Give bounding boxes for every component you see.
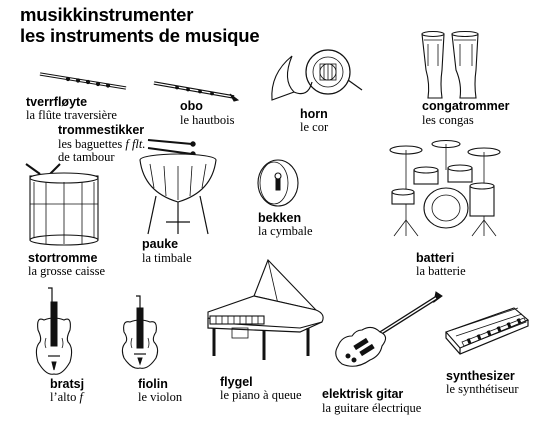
electric-guitar-label-fr: la guitare électrique <box>322 401 422 415</box>
congas-label-fr: les congas <box>422 113 474 127</box>
electric-guitar-illustration <box>335 291 443 367</box>
synthesizer-illustration <box>445 307 530 355</box>
viola-label-no: bratsj <box>50 377 85 391</box>
horn-illustration <box>271 49 363 101</box>
drum-kit-label-fr: la batterie <box>416 264 466 278</box>
violin-illustration <box>121 295 159 369</box>
timpani-label-no: pauke <box>142 237 179 251</box>
bass-drum-label-fr: la grosse caisse <box>28 264 106 278</box>
flute-label-no: tverrfløyte <box>26 95 88 109</box>
cymbal-illustration <box>257 159 299 207</box>
synthesizer-label-no: synthesizer <box>446 369 515 383</box>
bass-drum-label-no: stortromme <box>28 251 98 265</box>
conga-drums-illustration <box>421 30 479 99</box>
flute-label-fr: la flûte traversière <box>26 108 117 122</box>
timpani-label-fr: la timbale <box>142 251 192 265</box>
grand-piano-label-no: flygel <box>220 375 253 389</box>
drumsticks-label-fr-line1: les baguettes f flt. <box>58 137 146 151</box>
drumsticks-label-fr-line2: de tambour <box>58 150 115 164</box>
synthesizer-label-fr: le synthétiseur <box>446 382 519 396</box>
bass-drum-illustration <box>25 163 99 246</box>
grand-piano-illustration <box>207 258 324 360</box>
viola-illustration <box>35 287 73 375</box>
oboe-label-fr: le hautbois <box>180 113 235 127</box>
page-title-french: les instruments de musique <box>20 25 260 46</box>
drum-kit-label-no: batteri <box>416 251 455 265</box>
congas-label-no: congatrommer <box>422 99 510 113</box>
drumsticks-label-no: trommestikker <box>58 123 145 137</box>
cymbal-label-no: bekken <box>258 211 302 225</box>
timpani-illustration <box>139 153 217 235</box>
horn-label-no: horn <box>300 107 328 121</box>
horn-label-fr: le cor <box>300 120 329 134</box>
electric-guitar-label-no: elektrisk gitar <box>322 387 404 401</box>
cymbal-label-fr: la cymbale <box>258 224 313 238</box>
flute-illustration <box>39 72 127 90</box>
violin-label-no: fiolin <box>138 377 168 391</box>
violin-label-fr: le violon <box>138 390 183 404</box>
grand-piano-label-fr: le piano à queue <box>220 388 302 402</box>
viola-label-fr: l’alto f <box>50 390 83 404</box>
oboe-illustration <box>153 81 240 102</box>
drum-kit-illustration <box>389 139 501 237</box>
oboe-label-no: obo <box>180 99 203 113</box>
page-title-norwegian: musikkinstrumenter <box>20 4 194 25</box>
